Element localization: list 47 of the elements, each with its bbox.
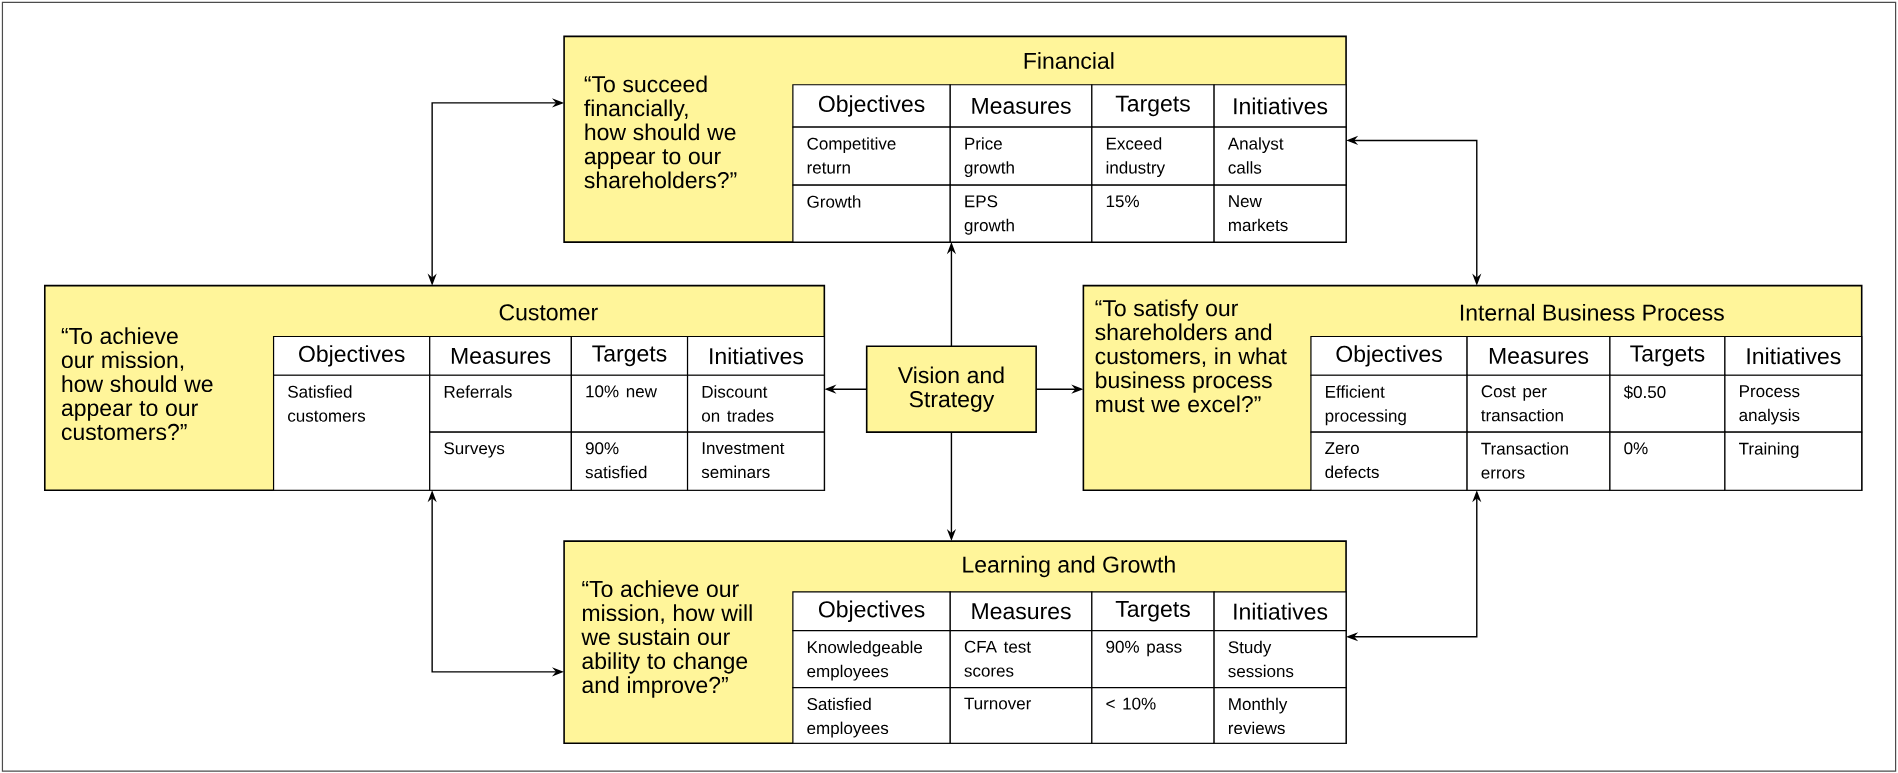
table-header-cell: Measures [949, 83, 1093, 128]
table-cell: Knowledgeable employees [792, 629, 951, 688]
table-header-cell: Targets [1091, 83, 1215, 128]
table-header-cell: Targets [570, 335, 689, 376]
table-cell: Exceed industry [1091, 126, 1215, 186]
table-cell: Monthly reviews [1213, 686, 1347, 744]
table-header-cell: Targets [1091, 591, 1215, 632]
table-cell: Referrals [429, 374, 572, 433]
table-cell: Surveys [429, 431, 572, 491]
table-cell: 10% new [570, 374, 689, 433]
table-header-cell: Initiatives [1213, 83, 1347, 128]
table-header-cell: Objectives [792, 83, 951, 128]
table-cell: EPS growth [949, 184, 1093, 243]
table-cell: Growth [792, 184, 951, 243]
table-header-cell: Measures [429, 335, 572, 376]
table-header-cell: Objectives [792, 591, 951, 632]
table-cell: Process analysis [1724, 374, 1863, 433]
vision-box: Vision and Strategy [865, 345, 1037, 433]
table-cell: Satisfied employees [792, 686, 951, 744]
table-cell: < 10% [1091, 686, 1215, 744]
table-cell: Competitive return [792, 126, 951, 186]
table-cell: 0% [1609, 431, 1726, 491]
table-cell: $0.50 [1609, 374, 1726, 433]
table-cell: New markets [1213, 184, 1347, 243]
table-cell: Study sessions [1213, 629, 1347, 688]
table-header-cell: Objectives [272, 335, 431, 376]
table-header-cell: Initiatives [686, 335, 825, 376]
table-cell: Efficient processing [1310, 374, 1468, 433]
table-cell: Zero defects [1310, 431, 1468, 491]
table-cell: 90% pass [1091, 629, 1215, 688]
table-header-cell: Initiatives [1724, 335, 1863, 376]
table-cell: 15% [1091, 184, 1215, 243]
table-header-cell: Measures [949, 591, 1093, 632]
table-cell: Turnover [949, 686, 1093, 744]
table-cell: Price growth [949, 126, 1093, 186]
table-cell: Cost per transaction [1466, 374, 1611, 433]
table-cell: Transaction errors [1466, 431, 1611, 491]
table-header-cell: Initiatives [1213, 591, 1347, 632]
table-header-cell: Objectives [1310, 335, 1468, 376]
table-cell: 90% satisfied [570, 431, 689, 491]
table-cell: Training [1724, 431, 1863, 491]
table-header-cell: Targets [1609, 335, 1726, 376]
table-cell: Analyst calls [1213, 126, 1347, 186]
table-cell: Discount on trades [686, 374, 825, 433]
table-cell: CFA test scores [949, 629, 1093, 688]
table-cell: Investment seminars [686, 431, 825, 491]
table-header-cell: Measures [1466, 335, 1611, 376]
